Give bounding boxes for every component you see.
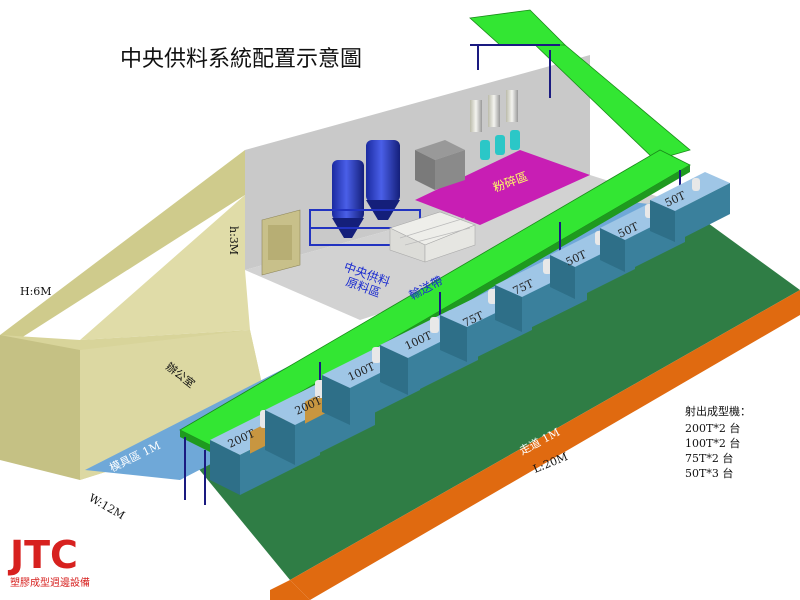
production-floor: [175, 210, 800, 580]
crusher-machines: [415, 90, 520, 190]
wall-height-label: h:3M: [227, 226, 240, 255]
aisle-strip: [290, 290, 800, 600]
machines: [210, 172, 730, 495]
crusher-floor: [415, 150, 590, 225]
cabinet-panel: [268, 225, 292, 260]
office-back-wall: [80, 195, 250, 340]
legend-heading: 射出成型機：: [685, 404, 751, 418]
material-bags: [389, 211, 476, 263]
top-conveyor: [469, 9, 566, 46]
aisle-edge: [270, 580, 310, 600]
office-front: [0, 335, 80, 480]
machine-legend: 射出成型機： 200T*2 台 100T*2 台 75T*2 台 50T*3 台: [685, 404, 751, 480]
legend-item: 50T*3 台: [685, 466, 733, 480]
office-top: [0, 150, 245, 345]
logo-subtitle: 塑膠成型週邊設備: [10, 576, 90, 589]
office-side: [80, 330, 270, 480]
storage-tanks: [309, 140, 421, 246]
main-conveyor-side: [180, 430, 210, 452]
logo-text: JTC: [7, 533, 78, 577]
diagram-title: 中央供料系統配置示意圖: [120, 47, 362, 72]
machine-unit: [650, 172, 730, 242]
width-label: W:12M: [87, 491, 128, 522]
legend-item: 100T*2 台: [685, 436, 740, 450]
legend-item: 75T*2 台: [685, 451, 733, 465]
room-height-label: H:6M: [20, 285, 52, 298]
legend-item: 200T*2 台: [685, 421, 740, 435]
jtc-logo: JTC 塑膠成型週邊設備: [7, 533, 90, 589]
